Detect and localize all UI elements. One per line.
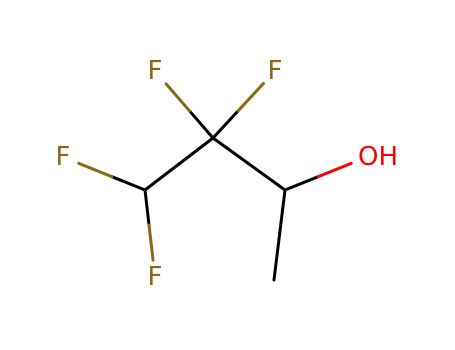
atom-label-f1: F (148, 56, 163, 86)
atom-label-f3: F (56, 142, 71, 172)
atom-labels-group: F F F F OH (56, 56, 398, 292)
bond-c1-f4-half-a (143, 188, 151, 227)
atom-label-f4: F (148, 262, 163, 292)
bond-c1-f3-half-b (77, 161, 114, 179)
bond-c2-f2-half-a (211, 109, 240, 140)
bond-c2-f1-half-b (164, 82, 192, 113)
bond-c3-c4-half-a (278, 188, 287, 237)
atom-label-f2: F (268, 56, 283, 86)
bonds-group (77, 81, 353, 282)
bond-c1-c2-half-b (177, 136, 215, 166)
bond-c3-o1-half-b (316, 161, 353, 179)
bond-c1-f4-half-b (147, 223, 155, 262)
bond-c1-c2-half-a (143, 162, 181, 192)
bond-c3-c4-half-b (272, 233, 281, 282)
bond-c3-o1-half-a (283, 175, 320, 192)
bond-c2-c3-half-b (247, 162, 287, 192)
bond-c2-f1-half-a (188, 109, 215, 140)
atom-label-o1: OH (358, 142, 398, 172)
bond-c2-c3-half-a (211, 136, 251, 166)
bond-c1-f3-half-a (110, 175, 147, 192)
bond-c2-f2-half-b (236, 81, 265, 113)
